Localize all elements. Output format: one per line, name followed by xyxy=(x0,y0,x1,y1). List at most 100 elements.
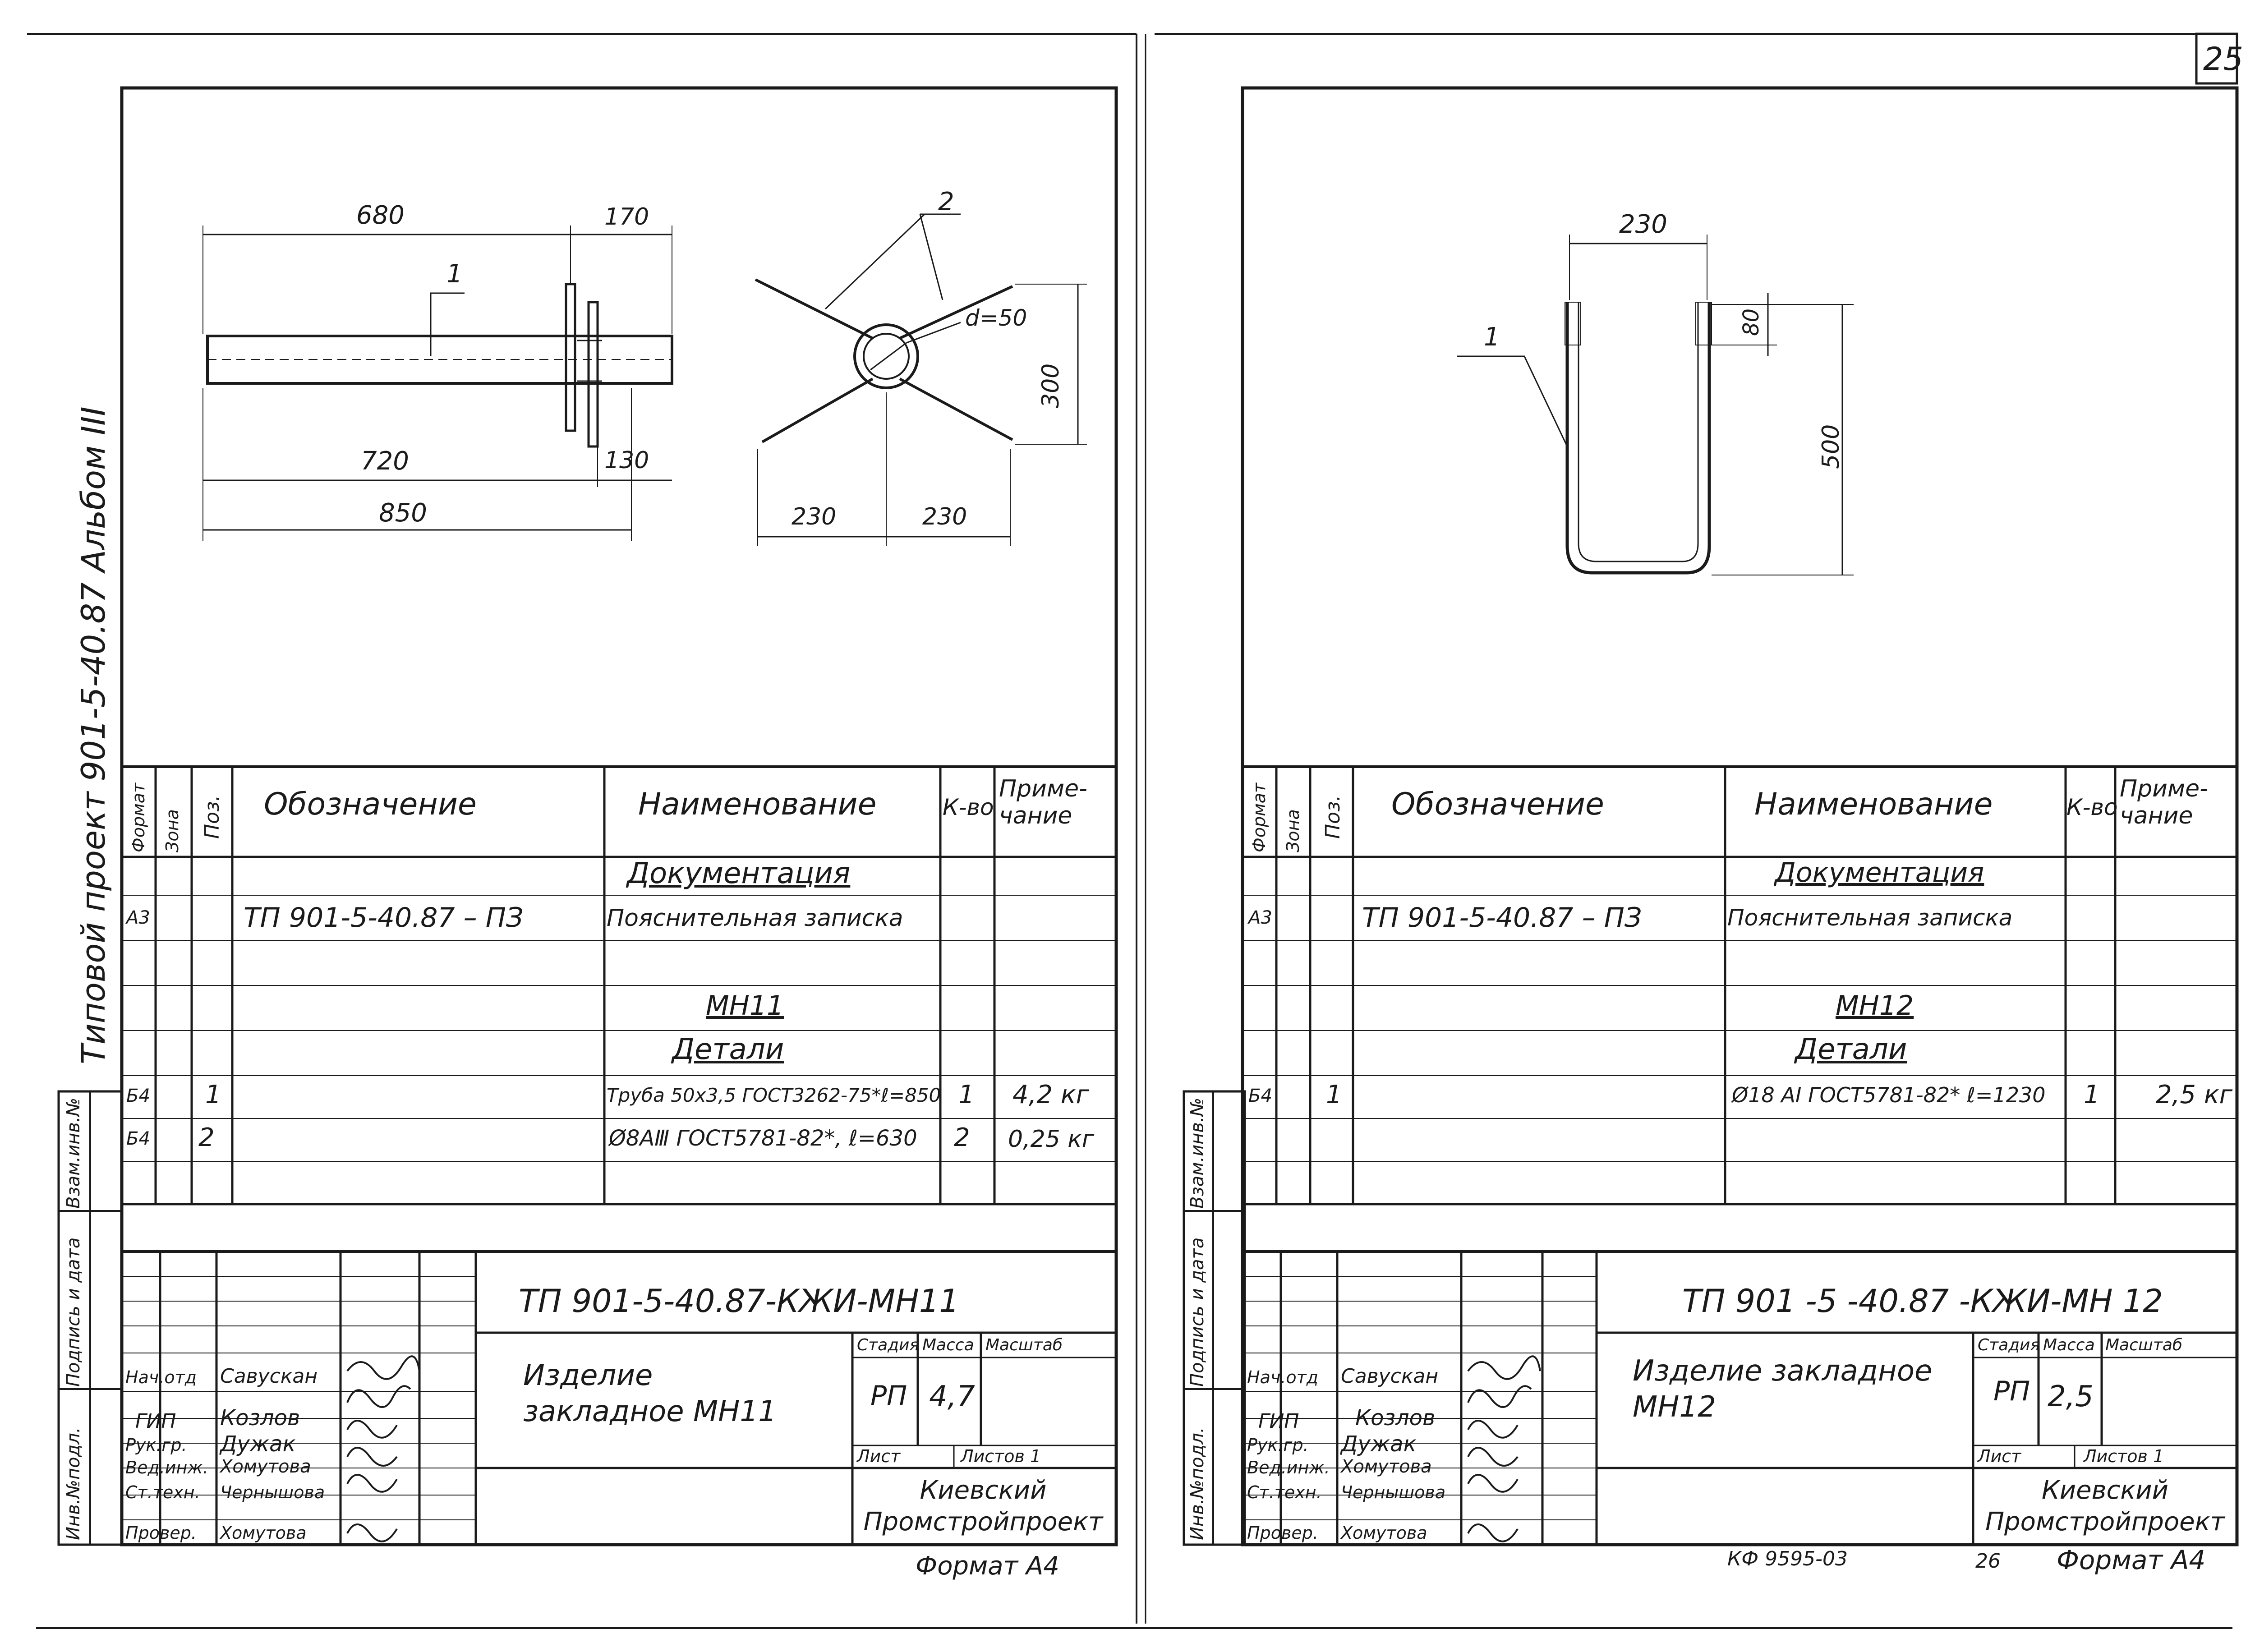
sheet-label: Лист xyxy=(857,1446,901,1466)
role-r5: Ст.техн. xyxy=(1247,1482,1322,1502)
dim-500: 500 xyxy=(1818,424,1845,469)
page-number: 25 xyxy=(2203,41,2244,78)
name-r6: Хомутова xyxy=(1341,1523,1427,1543)
mass-value: 4,7 xyxy=(929,1380,975,1413)
dim-850: 850 xyxy=(379,498,427,528)
dim-720: 720 xyxy=(361,446,409,476)
hdr-pos-r: Поз. xyxy=(1321,795,1344,839)
row-doc-format: A3 xyxy=(126,907,150,928)
rowr1-note: 2,5 кг xyxy=(2156,1080,2233,1109)
pos-label-1: 1 xyxy=(446,259,463,289)
hdr-note: Приме- чание xyxy=(999,775,1087,829)
hdr-qty-r: К-во xyxy=(2066,794,2118,820)
name-6: Хомутова xyxy=(220,1523,307,1543)
stage-label: Стадия xyxy=(857,1336,920,1354)
hdr-note-r: Приме- чание xyxy=(2120,775,2208,829)
name-4: Хомутова xyxy=(220,1456,311,1477)
dim-230-b: 230 xyxy=(922,503,967,530)
hdr-format-r: Формат xyxy=(1249,782,1269,852)
hdr-qty: К-во xyxy=(943,794,994,820)
row1-note: 4,2 кг xyxy=(1012,1080,1090,1109)
spine-label-inv-r: Инв.№подл. xyxy=(1187,1427,1208,1540)
footer-code: КФ 9595-03 xyxy=(1727,1547,1848,1570)
footer-num: 26 xyxy=(1975,1550,2001,1573)
row2-qty: 2 xyxy=(954,1123,970,1152)
hdr-zone: Зона xyxy=(162,809,182,852)
dim-230-top: 230 xyxy=(1619,210,1667,239)
name-r1: Савускан xyxy=(1341,1365,1439,1388)
dim-130: 130 xyxy=(604,447,649,474)
signature-marks xyxy=(346,1355,1541,1542)
dim-680: 680 xyxy=(356,201,405,230)
scale-label: Масштаб xyxy=(985,1336,1063,1354)
title-code-r: ТП 901 -5 -40.87 -КЖИ-МН 12 xyxy=(1682,1283,2163,1320)
name-r4: Хомутова xyxy=(1341,1456,1432,1477)
row-doc-designation-r: ТП 901-5-40.87 – ПЗ xyxy=(1362,902,1642,934)
role-2: ГИП xyxy=(135,1410,176,1433)
row-doc-name: Пояснительная записка xyxy=(607,905,903,932)
hdr-format: Формат xyxy=(129,782,148,852)
item-title-r: Изделие закладное МН12 xyxy=(1633,1354,1933,1424)
format-label: Формат А4 xyxy=(916,1551,1059,1581)
section-doc-r: Документация xyxy=(1775,857,1984,888)
sheets-label-r: Листов 1 xyxy=(2084,1446,2164,1466)
dim-80: 80 xyxy=(1739,308,1764,336)
sheets-label: Листов 1 xyxy=(961,1446,1041,1466)
row1-name: Труба 50х3,5 ГОСТ3262-75*ℓ=850 xyxy=(607,1084,941,1106)
stage-value-r: РП xyxy=(1993,1376,2030,1407)
rowr1-pos: 1 xyxy=(1326,1080,1342,1109)
dim-300: 300 xyxy=(1037,363,1064,408)
section-parts: Детали xyxy=(672,1033,784,1066)
row-doc-designation: ТП 901-5-40.87 – ПЗ xyxy=(244,902,524,934)
hdr-pos: Поз. xyxy=(201,795,224,839)
section-product-r: МН12 xyxy=(1836,990,1914,1022)
row1-pos: 1 xyxy=(205,1080,221,1109)
row2-note: 0,25 кг xyxy=(1008,1126,1095,1153)
stage-label-r: Стадия xyxy=(1978,1336,2040,1354)
title-code: ТП 901-5-40.87-КЖИ-МН11 xyxy=(519,1283,959,1320)
row-doc-format-r: A3 xyxy=(1248,907,1272,928)
section-parts-r: Детали xyxy=(1795,1033,1907,1066)
format-label-r: Формат А4 xyxy=(2057,1545,2206,1575)
hdr-name: Наименование xyxy=(638,787,877,822)
role-r6: Провер. xyxy=(1247,1523,1318,1543)
role-r2: ГИП xyxy=(1258,1410,1299,1433)
hdr-designation: Обозначение xyxy=(264,787,477,822)
rowr1-qty: 1 xyxy=(2084,1080,2100,1109)
hdr-zone-r: Зона xyxy=(1283,809,1303,852)
role-r4: Вед.инж. xyxy=(1247,1458,1330,1477)
mass-label: Масса xyxy=(922,1336,974,1354)
spine-label-sign: Подпись и дата xyxy=(63,1237,84,1387)
row1-qty: 1 xyxy=(958,1080,975,1109)
spine-title: Типовой проект 901-5-40.87 Альбом III xyxy=(74,406,112,1064)
row2-pos: 2 xyxy=(198,1123,215,1152)
name-r2: Козлов xyxy=(1355,1405,1436,1431)
sheet-label-r: Лист xyxy=(1978,1446,2021,1466)
org-name-r: Киевский Промстройпроект xyxy=(1985,1476,2225,1537)
row2-format: Б4 xyxy=(126,1128,150,1149)
pos-label-2: 2 xyxy=(938,187,954,216)
role-5: Ст.техн. xyxy=(125,1482,200,1502)
item-title: Изделие закладное МН11 xyxy=(523,1359,777,1428)
rowr1-name: Ø18 АⅠ ГОСТ5781-82* ℓ=1230 xyxy=(1732,1083,2046,1107)
dim-170: 170 xyxy=(604,203,649,230)
dim-230-a: 230 xyxy=(792,503,837,530)
section-doc: Документация xyxy=(627,857,851,890)
role-3: Рук.гр. xyxy=(125,1435,187,1455)
role-r3: Рук.гр. xyxy=(1247,1435,1309,1455)
org-name: Киевский Промстройпроект xyxy=(863,1476,1103,1537)
row-doc-name-r: Пояснительная записка xyxy=(1727,905,2013,931)
name-r3: Дужак xyxy=(1341,1431,1417,1457)
role-r1: Нач.отд xyxy=(1247,1367,1319,1387)
name-r5: Чернышова xyxy=(1341,1482,1446,1502)
row1-format: Б4 xyxy=(126,1086,150,1106)
rowr1-format: Б4 xyxy=(1248,1086,1272,1106)
pos-label-1-right: 1 xyxy=(1484,322,1500,352)
spine-label-replace: Взам.инв.№ xyxy=(63,1097,84,1209)
d-label: d=50 xyxy=(965,305,1027,331)
name-5: Чернышова xyxy=(220,1482,325,1502)
spine-label-inv: Инв.№подл. xyxy=(63,1427,84,1540)
role-6: Провер. xyxy=(125,1523,197,1543)
role-4: Вед.инж. xyxy=(125,1458,208,1477)
